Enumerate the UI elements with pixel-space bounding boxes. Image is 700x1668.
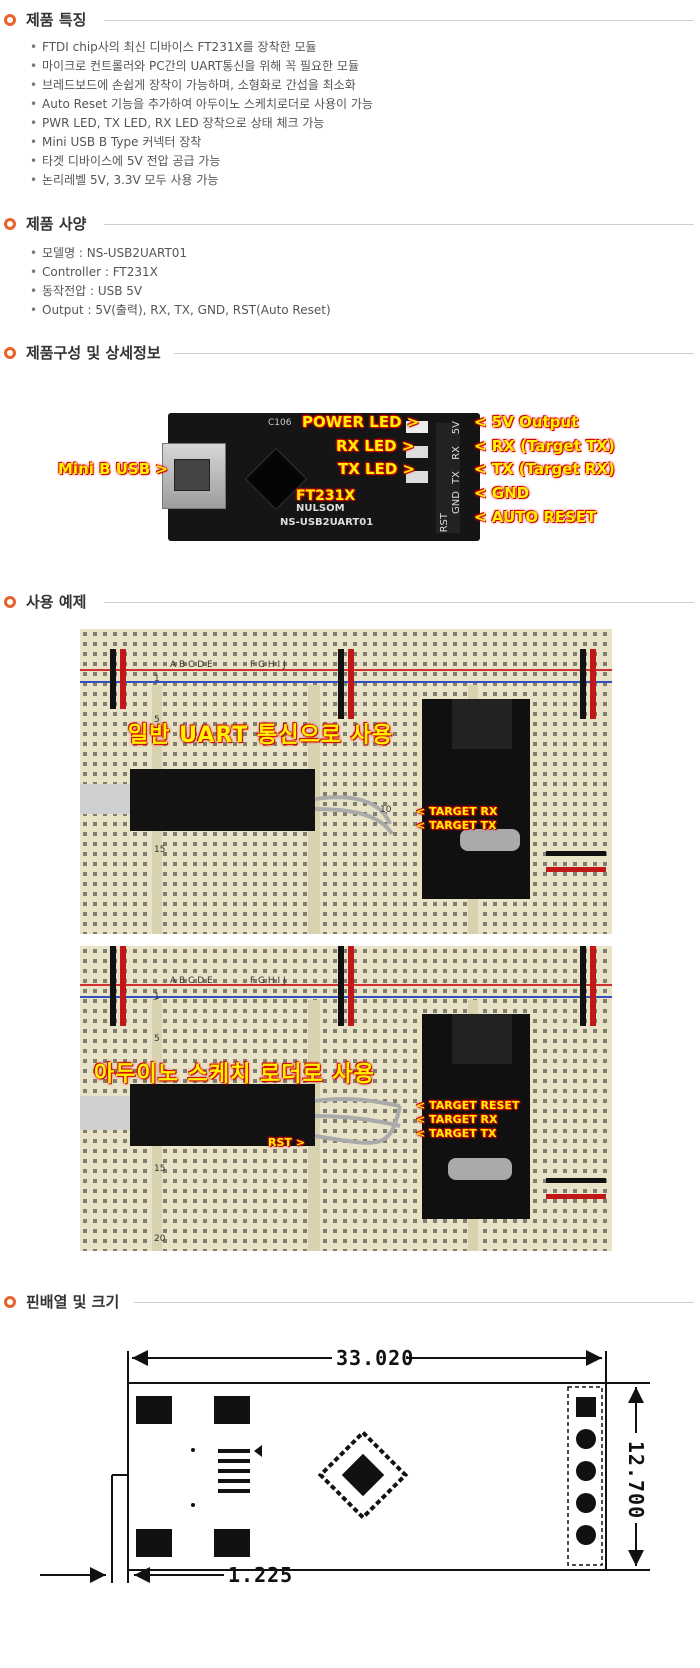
section-title-specs: 제품 사양 [26,215,87,233]
list-item: •브레드보드에 손쉽게 장착이 가능하며, 소형화로 간섭을 최소화 [30,78,356,92]
list-item: •Auto Reset 기능을 추가하여 아두이노 스케치로더로 사용이 가능 [30,97,373,111]
section-divider [104,602,694,603]
section-divider [104,224,694,225]
label-power-led: POWER LED > [302,413,420,431]
label-target-rx: < TARGET RX [416,1113,498,1126]
list-item: •마이크로 컨트롤러와 PC간의 UART통신을 위해 꼭 필요한 모듈 [30,59,359,73]
dimension-width: 33.020 [336,1346,415,1370]
section-examples: 사용 예제 [0,591,700,613]
list-item: •Output : 5V(출력), RX, TX, GND, RST(Auto … [30,303,331,317]
board-row-1: 1 [154,992,160,1002]
bullet-circle-icon [4,347,16,359]
list-item: •Mini USB B Type 커넥터 장착 [30,135,202,149]
section-composition: 제품구성 및 상세정보 [0,342,700,364]
label-gnd: < GND [474,484,530,502]
section-divider [174,353,694,354]
section-specs: 제품 사양 [0,213,700,235]
bullet-circle-icon [4,1296,16,1308]
bullet-circle-icon [4,596,16,608]
list-item: •Controller : FT231X [30,265,158,279]
label-tx-target: < TX (Target RX) [474,460,615,478]
breadboard-illustration [80,946,612,1251]
section-title-pinout: 핀배열 및 크기 [26,1293,120,1311]
label-target-tx: < TARGET TX [416,1127,497,1140]
caption-arduino: 아두이노 스케치 로더로 사용 [94,1062,375,1087]
pin-label-tx: TX [451,471,462,484]
section-title-composition: 제품구성 및 상세정보 [26,344,161,362]
board-cols-left: A B C D E [170,976,213,986]
product-board-image: 5V RX TX GND RST C106 NULSOM NS-USB2UART… [162,413,480,541]
pinout-dimension-drawing [40,1350,650,1583]
label-auto-reset: < AUTO RESET [474,508,597,526]
section-pinout: 핀배열 및 크기 [0,1291,700,1313]
board-cols-left: A B C D E [170,660,213,670]
list-item: •PWR LED, TX LED, RX LED 장착으로 상태 체크 가능 [30,116,325,130]
board-row-5: 5 [154,1034,160,1044]
label-target-reset: < TARGET RESET [416,1099,520,1112]
label-mini-usb: Mini B USB > [58,460,168,478]
board-nulsom-label: NULSOM [296,503,345,514]
label-rx-led: RX LED > [336,437,415,455]
board-cols-right: F G H I J [250,660,286,670]
pin-label-5v: 5V [451,421,462,435]
board-row-1: 1 [154,674,160,684]
label-target-rx: < TARGET RX [416,805,498,818]
section-features: 제품 특징 [0,9,700,31]
section-title-features: 제품 특징 [26,11,87,29]
list-item: •타겟 디바이스에 5V 전압 공급 가능 [30,154,221,168]
pin-label-gnd: GND [451,491,462,514]
section-divider [104,20,694,21]
board-row-20: 20 [154,1234,166,1244]
section-title-examples: 사용 예제 [26,593,87,611]
label-5v-output: < 5V Output [474,413,579,431]
board-cols-right: F G H I J [250,976,286,986]
board-c106-label: C106 [268,418,292,428]
example-photo-arduino: A B C D E F G H I J 1 5 15 20 아두이노 스케치 로… [80,946,612,1251]
label-target-tx: < TARGET TX [416,819,497,832]
pin-label-rx: RX [451,446,462,460]
label-ft231x: FT231X [296,488,356,504]
example-photo-uart: A B C D E F G H I J 1 5 10 15 일반 UART 통신… [80,629,612,934]
board-row-10: 10 [380,805,392,815]
board-model-label: NS-USB2UART01 [280,517,374,528]
board-row-5: 5 [154,715,160,725]
board-row-15: 15 [154,1164,166,1174]
pin-label-rst: RST [439,513,450,533]
caption-uart: 일반 UART 통신으로 사용 [128,723,394,748]
label-rx-target: < RX (Target TX) [474,437,615,455]
features-list: •FTDI chip사의 최신 디바이스 FT231X를 장착한 모듈 •마이크… [30,38,373,190]
label-tx-led: TX LED > [338,460,416,478]
list-item: •모델명 : NS-USB2UART01 [30,246,188,260]
board-row-15: 15 [154,845,166,855]
section-divider [134,1302,694,1303]
list-item: •FTDI chip사의 최신 디바이스 FT231X를 장착한 모듈 [30,40,317,54]
label-rst: RST > [268,1136,305,1149]
breadboard-illustration [80,629,612,934]
list-item: •논리레벨 5V, 3.3V 모두 사용 가능 [30,173,219,187]
bullet-circle-icon [4,218,16,230]
dimension-offset: 1.225 [228,1563,294,1587]
dimension-height: 12.700 [624,1440,648,1520]
list-item: •동작전압 : USB 5V [30,284,143,298]
specs-list: •모델명 : NS-USB2UART01 •Controller : FT231… [30,244,331,320]
bullet-circle-icon [4,14,16,26]
